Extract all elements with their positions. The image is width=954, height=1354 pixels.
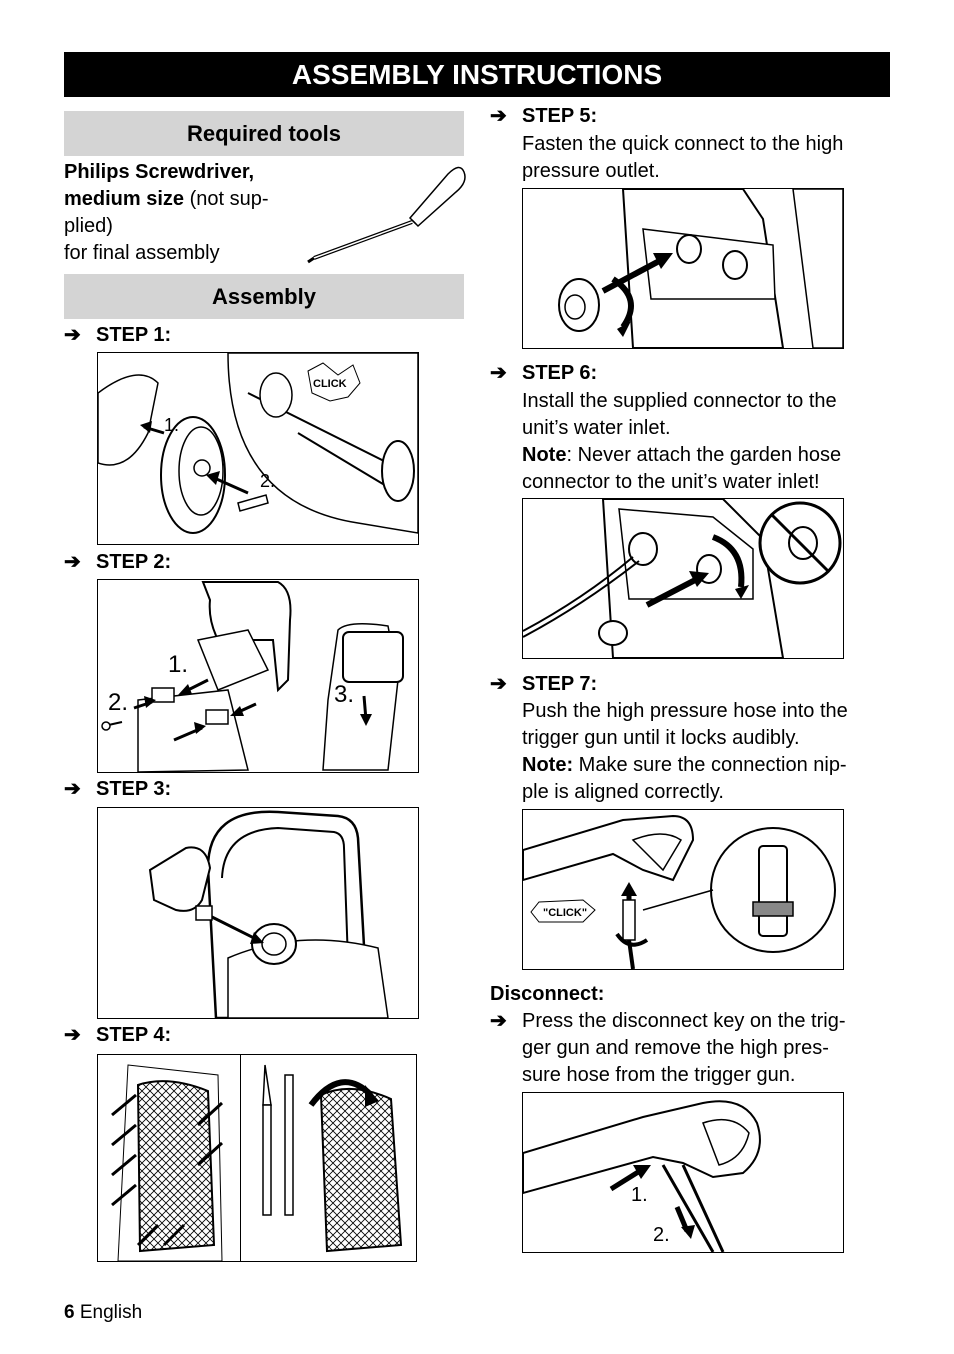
page-number: 6 <box>64 1302 75 1323</box>
arrow-icon: ➔ <box>64 324 81 346</box>
tool-note-cont: plied) <box>64 215 113 237</box>
step1-label: ➔STEP 1: <box>64 322 171 349</box>
disconnect-figure: 1. 2. <box>522 1092 844 1253</box>
tool-note: (not sup- <box>184 188 269 210</box>
step1-label-2: 2. <box>260 471 275 491</box>
step5-text: Fasten the quick connect to the high pre… <box>522 133 844 182</box>
step2-label-2: 2. <box>108 689 128 716</box>
arrow-icon: ➔ <box>490 362 507 384</box>
page-footer: 6 English <box>64 1302 142 1324</box>
assembly-heading: Assembly <box>64 274 464 319</box>
arrow-icon: ➔ <box>490 105 507 127</box>
step2-figure: 1. 2. 3. <box>97 579 419 773</box>
footer-language: English <box>79 1302 143 1323</box>
required-tools-text: Philips Screwdriver, medium size (not su… <box>64 159 314 267</box>
screwdriver-illustration <box>307 166 466 264</box>
step6-figure <box>522 498 844 659</box>
tool-purpose: for final assembly <box>64 242 220 264</box>
arrow-icon: ➔ <box>64 1024 81 1046</box>
step2-label-3: 3. <box>334 681 354 708</box>
disconnect-heading: Disconnect: <box>490 983 605 1005</box>
tool-size: medium size <box>64 188 185 210</box>
step1-label-1: 1. <box>164 415 179 435</box>
step6-label: ➔STEP 6: <box>490 360 597 387</box>
step3-label: ➔STEP 3: <box>64 776 171 803</box>
click-label: CLICK <box>313 378 347 390</box>
disconnect-text: ➔ Press the disconnect key on the trig- … <box>490 1008 890 1089</box>
step3-figure <box>97 807 419 1019</box>
step1-figure: CLICK 1. 2. <box>97 352 419 545</box>
step7-figure: "CLICK" <box>522 809 844 970</box>
step7-text: Push the high pressure hose into the tri… <box>522 700 848 803</box>
note-label: Note: <box>522 754 574 776</box>
disconnect-label-1: 1. <box>631 1184 648 1206</box>
step4-label: ➔STEP 4: <box>64 1022 171 1049</box>
step5-label: ➔STEP 5: <box>490 103 597 130</box>
note-label: Note <box>522 444 567 466</box>
arrow-icon: ➔ <box>64 778 81 800</box>
arrow-icon: ➔ <box>490 1010 507 1032</box>
step2-label-1: 1. <box>168 651 188 678</box>
arrow-icon: ➔ <box>64 551 81 573</box>
step5-figure <box>522 188 844 349</box>
disconnect-label-2: 2. <box>653 1224 670 1246</box>
tool-name: Philips Screwdriver, <box>64 161 255 183</box>
step4-figure-a <box>97 1054 241 1262</box>
page-title: ASSEMBLY INSTRUCTIONS <box>64 52 890 97</box>
arrow-icon: ➔ <box>490 673 507 695</box>
step6-text: Install the supplied connector to the un… <box>522 390 842 493</box>
required-tools-heading: Required tools <box>64 111 464 156</box>
click-label: "CLICK" <box>543 907 587 919</box>
step2-label: ➔STEP 2: <box>64 549 171 576</box>
step7-label: ➔STEP 7: <box>490 671 597 698</box>
step4-figure-b <box>240 1054 417 1262</box>
